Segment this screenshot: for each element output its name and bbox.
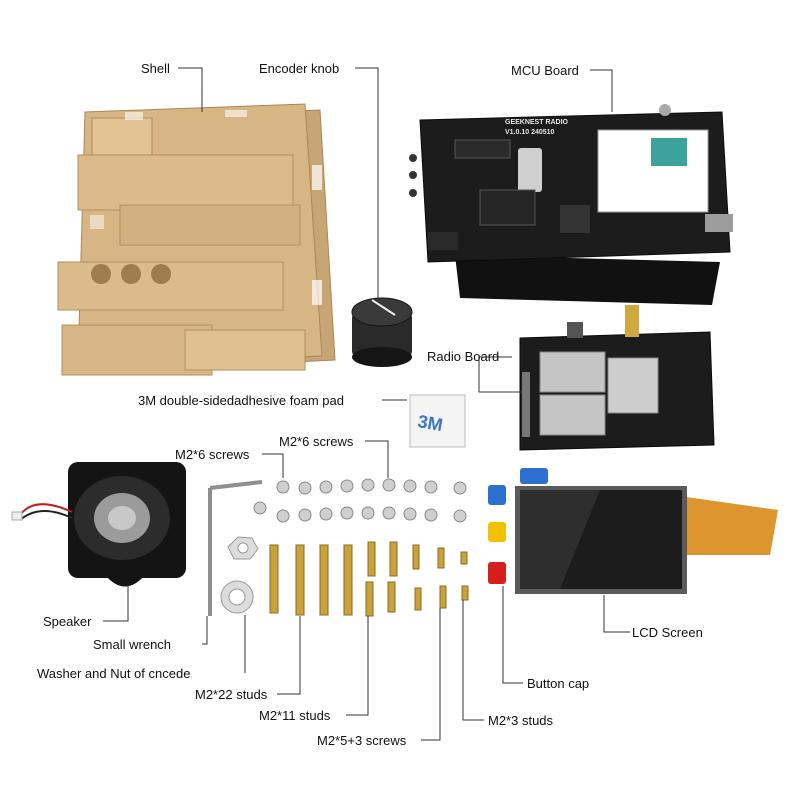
lcd-screen [515, 486, 778, 594]
radio-board [519, 305, 715, 451]
small-wrench [208, 480, 263, 616]
button-caps [488, 468, 548, 584]
label-washer-nut: Washer and Nut of cncede [37, 666, 191, 681]
mcu-title-silkscreen: GEEKNEST RADIO [505, 119, 569, 126]
label-m2-6-screws-b: M2*6 screws [279, 434, 354, 449]
foam-pad: 3M [409, 394, 466, 448]
mcu-board: GEEKNEST RADIO V1.0.10 240510 [409, 104, 733, 305]
label-foam-pad: 3M double-sidedadhesive foam pad [138, 393, 344, 408]
label-radio-board: Radio Board [427, 349, 500, 364]
label-speaker: Speaker [43, 614, 92, 629]
callout-lines [103, 67, 630, 741]
mcu-version-silkscreen: V1.0.10 240510 [505, 129, 555, 136]
label-encoder-knob: Encoder knob [259, 61, 340, 76]
washer-nut [220, 536, 259, 614]
label-shell: Shell [141, 61, 170, 76]
label-lcd-screen: LCD Screen [632, 625, 703, 640]
shell-panels [57, 103, 336, 376]
speaker [11, 462, 186, 587]
label-m2-22-studs: M2*22 studs [195, 687, 268, 702]
label-mcu-board: MCU Board [511, 63, 579, 78]
label-m2-5-3-screws: M2*5+3 screws [317, 733, 407, 748]
label-m2-3-studs: M2*3 studs [488, 713, 554, 728]
screws-grid [253, 478, 467, 523]
label-m2-11-studs: M2*11 studs [259, 708, 331, 723]
svg-text:3M: 3M [416, 411, 444, 435]
encoder-knob [351, 297, 413, 367]
label-small-wrench: Small wrench [93, 637, 172, 652]
label-button-cap: Button cap [527, 676, 590, 691]
label-m2-6-screws-a: M2*6 screws [175, 447, 250, 462]
brass-studs [269, 541, 469, 617]
